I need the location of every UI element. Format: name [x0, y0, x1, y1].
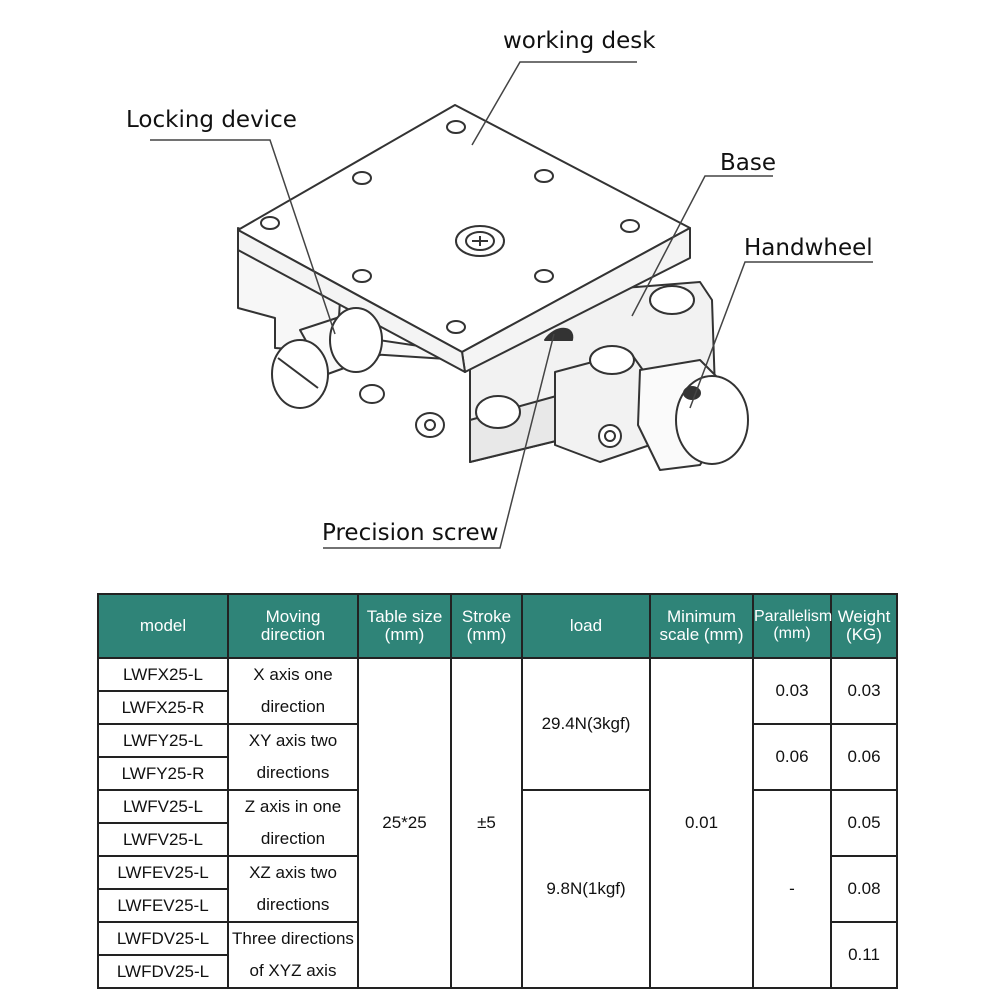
table-row: LWFV25-L	[97, 822, 897, 857]
model-cell: LWFEV25-L	[97, 855, 229, 890]
table-row: LWFX25-R	[97, 690, 897, 725]
callout-precision-screw: Precision screw	[322, 520, 499, 546]
callout-working-desk: working desk	[503, 28, 656, 54]
direction-line: XZ axis two	[249, 863, 337, 882]
parallelism-cell: 0.06	[752, 723, 832, 791]
spec-table: model Moving direction Table size (mm) S…	[97, 593, 898, 989]
stroke-cell: ±5	[450, 657, 523, 989]
load-cell: 29.4N(3kgf)	[521, 657, 651, 791]
parallelism-cell: 0.03	[752, 657, 832, 725]
model-cell: LWFV25-L	[97, 789, 229, 824]
callout-locking-device: Locking device	[126, 107, 297, 133]
load-cell: 9.8N(1kgf)	[521, 789, 651, 989]
direction-line: XY axis two	[248, 731, 338, 750]
xy-stage-illustration	[150, 61, 873, 549]
table-row: LWFY25-R	[97, 756, 897, 791]
table-size-cell: 25*25	[357, 657, 452, 989]
stage-diagram: working desk Locking device Base Handwhe…	[126, 28, 873, 549]
weight-cell: 0.06	[830, 723, 898, 791]
header-table-size: Table size (mm)	[357, 593, 452, 659]
parallelism-cell: -	[752, 789, 832, 989]
direction-line: directions	[256, 763, 330, 782]
weight-cell: 0.11	[830, 921, 898, 989]
direction-cell: Z axis in one direction	[227, 789, 359, 857]
header-weight: Weight (KG)	[830, 593, 898, 659]
header-model: model	[97, 593, 229, 659]
table-row: LWFDV25-L Three directions of XYZ axis 0…	[97, 921, 898, 989]
model-cell: LWFY25-R	[97, 756, 229, 791]
model-cell: LWFX25-R	[97, 690, 229, 725]
direction-cell: XZ axis two directions	[227, 855, 359, 923]
direction-cell: X axis one direction	[227, 657, 359, 725]
table-row: LWFX25-L X axis one direction 25*25 ±5 2…	[97, 657, 898, 989]
direction-line: Three directions	[232, 929, 354, 948]
model-cell: LWFDV25-L	[97, 921, 229, 956]
minimum-scale-cell: 0.01	[649, 657, 754, 989]
table-row: LWFDV25-L	[97, 954, 897, 989]
header-moving-direction: Moving direction	[227, 593, 359, 659]
model-cell: LWFX25-L	[97, 657, 229, 692]
model-cell: LWFDV25-L	[97, 954, 229, 989]
weight-cell: 0.05	[830, 789, 898, 857]
direction-cell: Three directions of XYZ axis	[227, 921, 359, 989]
table-row: LWFEV25-L XZ axis two directions 0.08	[97, 855, 898, 923]
header-parallelism: Parallelism (mm)	[752, 593, 832, 659]
table-row: LWFV25-L Z axis in one direction 9.8N(1k…	[97, 789, 898, 989]
header-minimum-scale: Minimum scale (mm)	[649, 593, 754, 659]
weight-cell: 0.08	[830, 855, 898, 923]
direction-line: of XYZ axis	[249, 961, 337, 980]
direction-line: direction	[260, 829, 326, 848]
table-row: LWFY25-L XY axis two directions 0.06 0.0…	[97, 723, 898, 791]
table-header-row: model Moving direction Table size (mm) S…	[97, 593, 898, 659]
header-load: load	[521, 593, 651, 659]
direction-line: Z axis in one	[244, 797, 342, 816]
direction-line: direction	[260, 697, 326, 716]
model-cell: LWFV25-L	[97, 822, 229, 857]
model-cell: LWFY25-L	[97, 723, 229, 758]
table-row: LWFEV25-L	[97, 888, 897, 923]
callout-handwheel: Handwheel	[744, 235, 873, 261]
direction-line: X axis one	[253, 665, 333, 684]
header-stroke: Stroke (mm)	[450, 593, 523, 659]
working-desk-side	[237, 229, 466, 373]
direction-line: directions	[256, 895, 330, 914]
weight-cell: 0.03	[830, 657, 898, 725]
model-cell: LWFEV25-L	[97, 888, 229, 923]
callout-base: Base	[720, 150, 777, 176]
direction-cell: XY axis two directions	[227, 723, 359, 791]
